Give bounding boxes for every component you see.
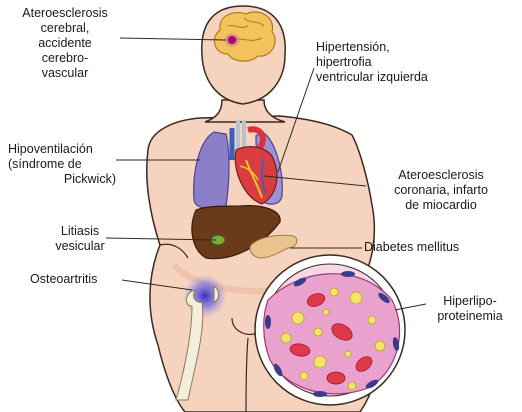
label-line: vesicular <box>50 239 110 254</box>
label-line: vascular <box>8 66 122 81</box>
label-line: Hipoventilación <box>8 142 148 157</box>
label-line: proteinemia <box>422 309 518 324</box>
label-line: Litiasis <box>50 224 110 239</box>
label-line: hipertrofia <box>316 55 516 70</box>
lipid-vessel-magnifier <box>255 255 405 405</box>
label-line: Hiperlipo- <box>422 294 518 309</box>
label-line: coronaria, infarto <box>366 183 516 198</box>
label-line: Ateroesclerosis <box>366 168 516 183</box>
label-hiperlipoproteinemia: Hiperlipo- proteinemia <box>422 294 518 324</box>
label-ateroesclerosis-coronaria: Ateroesclerosis coronaria, infarto de mi… <box>366 168 516 213</box>
label-line: Diabetes mellitus <box>364 240 514 255</box>
label-line: Ateroesclerosis <box>8 6 122 21</box>
label-hipertension: Hipertensión, hipertrofia ventricular iz… <box>316 40 516 85</box>
label-line: (síndrome de <box>8 157 148 172</box>
label-litiasis: Litiasis vesicular <box>50 224 110 254</box>
brain <box>214 12 275 61</box>
label-line: Pickwick) <box>8 172 116 187</box>
label-osteoartritis: Osteoartritis <box>30 272 130 287</box>
label-diabetes: Diabetes mellitus <box>364 240 514 255</box>
label-line: de miocardio <box>366 198 516 213</box>
label-line: cerebral, <box>8 21 122 36</box>
label-line: Hipertensión, <box>316 40 516 55</box>
label-line: Osteoartritis <box>30 272 130 287</box>
label-line: accidente <box>8 36 122 51</box>
label-line: ventricular izquierda <box>316 70 516 85</box>
label-line: cerebro- <box>8 51 122 66</box>
label-ateroesclerosis-cerebral: Ateroesclerosis cerebral, accidente cere… <box>8 6 122 81</box>
label-hipoventilacion: Hipoventilación (síndrome de Pickwick) <box>8 142 148 187</box>
